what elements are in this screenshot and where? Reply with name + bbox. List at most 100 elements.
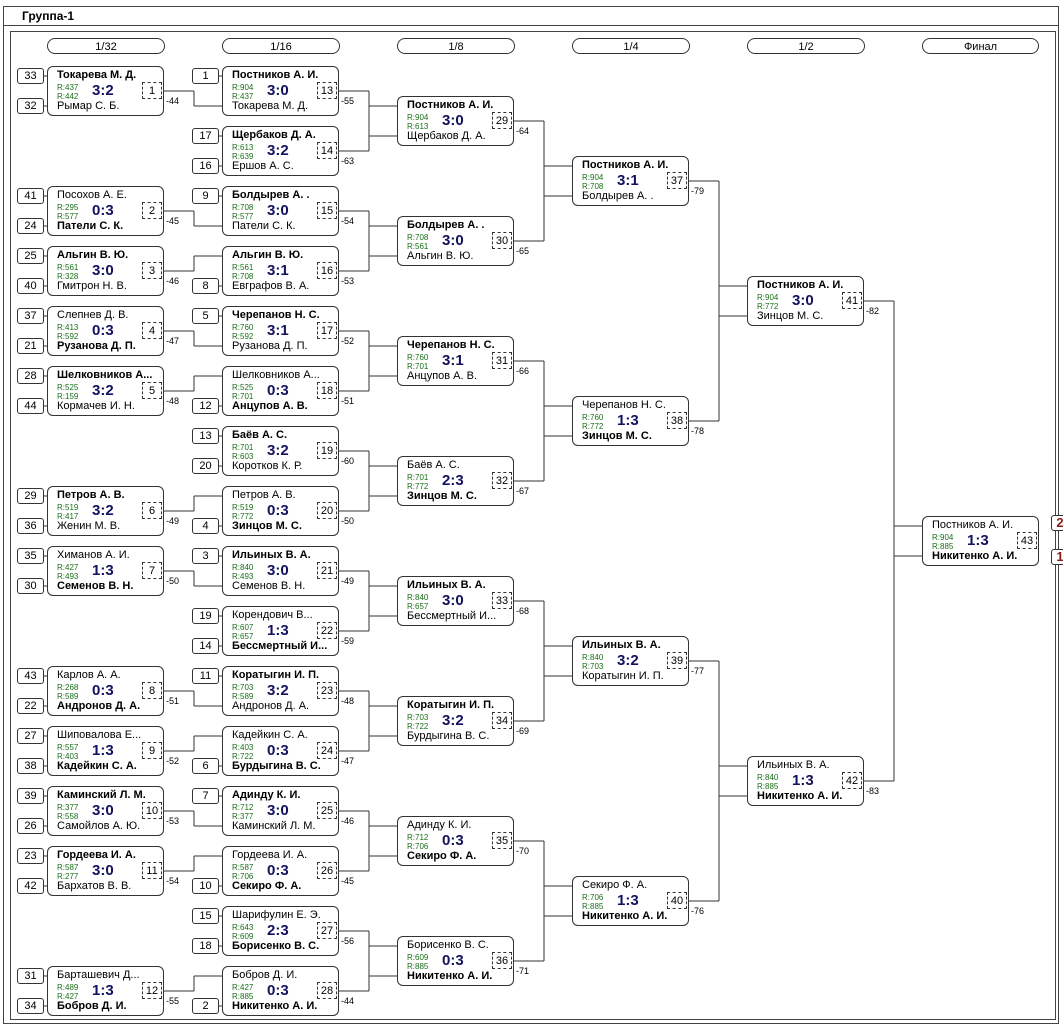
match-number: 28 (317, 982, 337, 999)
match-number: 25 (317, 802, 337, 819)
match-number: 40 (667, 892, 687, 909)
match-score: 2:3 (267, 922, 289, 939)
seed-number: 10 (192, 878, 219, 894)
match-score: 3:0 (267, 82, 289, 99)
seed-number: 1 (192, 68, 219, 84)
player1-name: Ильиных В. А. (407, 579, 486, 591)
loser-reference: -51 (341, 396, 355, 406)
player2-name: Бобров Д. И. (57, 1000, 127, 1012)
player2-rating: R:639 (232, 152, 254, 161)
player1-name: Адинду К. И. (407, 819, 472, 831)
player2-name: Кадейкин С. А. (57, 760, 137, 772)
player1-name: Химанов А. И. (57, 549, 130, 561)
seed-number: 7 (192, 788, 219, 804)
player1-rating: R:701 (232, 443, 254, 452)
player2-rating: R:706 (232, 872, 254, 881)
player1-name: Шарифулин Е. Э. (232, 909, 321, 921)
seed-number: 32 (17, 98, 44, 114)
loser-reference: -53 (341, 276, 355, 286)
player1-name: Борисенко В. С. (407, 939, 489, 951)
match-number: 41 (842, 292, 862, 309)
seed-number: 39 (17, 788, 44, 804)
loser-reference: -54 (166, 876, 180, 886)
player1-rating: R:413 (57, 323, 79, 332)
seed-number: 35 (17, 548, 44, 564)
loser-reference: -71 (516, 966, 530, 976)
player1-name: Петров А. В. (57, 489, 125, 501)
match-score: 0:3 (267, 502, 289, 519)
loser-reference: -63 (341, 156, 355, 166)
player2-rating: R:417 (57, 512, 79, 521)
match-number: 22 (317, 622, 337, 639)
player2-name: Бессмертный И... (407, 610, 497, 622)
loser-reference: -59 (341, 636, 355, 646)
player2-rating: R:772 (232, 512, 254, 521)
loser-reference: -79 (691, 186, 705, 196)
match-number: 23 (317, 682, 337, 699)
match-score: 3:2 (92, 382, 114, 399)
player2-name: Анцупов А. В. (407, 370, 478, 382)
player2-rating: R:577 (57, 212, 79, 221)
seed-number: 4 (192, 518, 219, 534)
player2-name: Гмитрон Н. В. (57, 280, 127, 292)
match-score: 3:0 (267, 202, 289, 219)
player1-rating: R:587 (232, 863, 254, 872)
player1-rating: R:609 (407, 953, 429, 962)
player2-rating: R:885 (407, 962, 429, 971)
player2-name: Патели С. К. (232, 220, 296, 232)
seed-number: 9 (192, 188, 219, 204)
player1-name: Посохов А. Е. (57, 189, 127, 201)
player2-name: Никитенко А. И. (757, 790, 843, 802)
player1-rating: R:703 (232, 683, 254, 692)
player1-name: Кадейкин С. А. (232, 729, 308, 741)
match-score: 1:3 (967, 532, 989, 549)
player1-name: Альгин В. Ю. (57, 249, 129, 261)
match-number: 18 (317, 382, 337, 399)
seed-number: 33 (17, 68, 44, 84)
match-score: 3:0 (92, 262, 114, 279)
